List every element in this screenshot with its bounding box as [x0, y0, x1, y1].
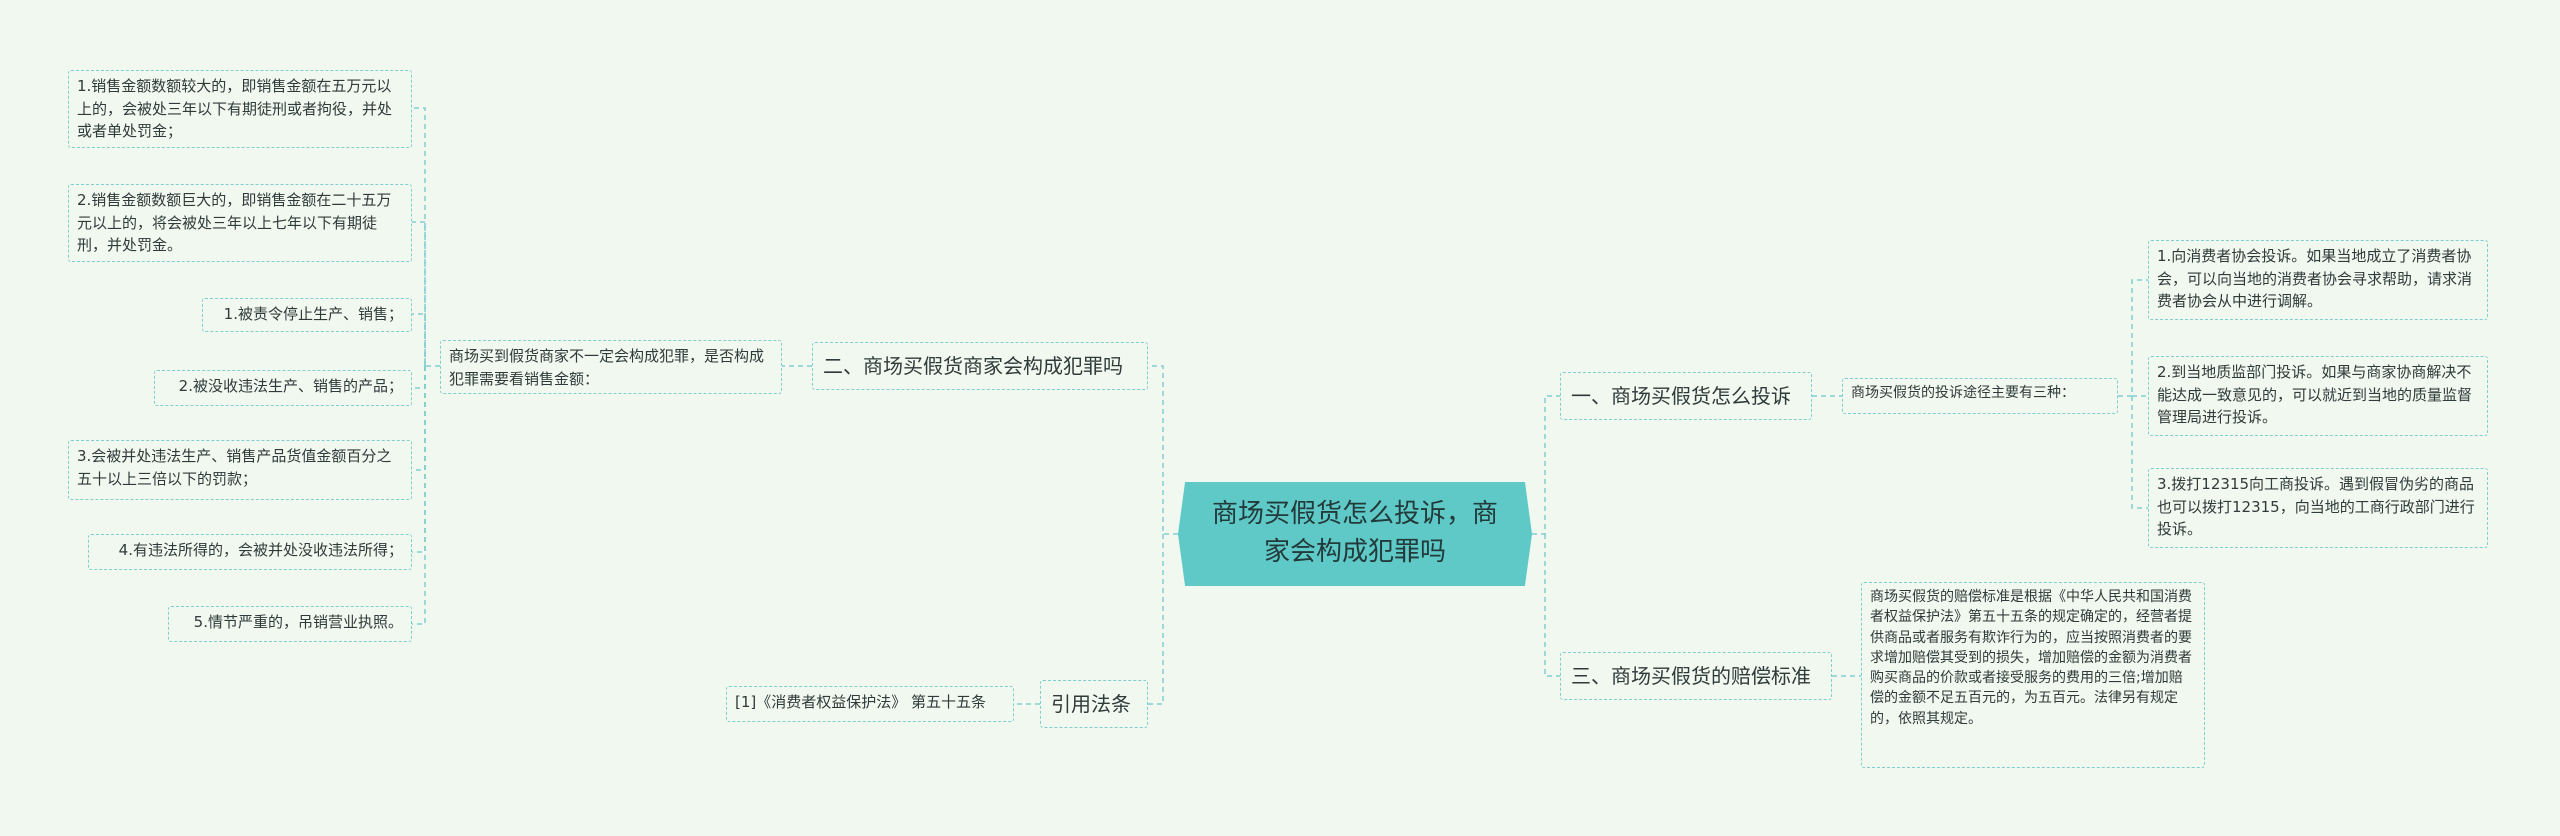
crime-penalty-item[interactable]: 1.销售金额数额较大的，即销售金额在五万元以上的，会被处三年以下有期徒刑或者拘役… [68, 70, 412, 148]
branch-cited-law[interactable]: 引用法条 [1040, 680, 1148, 728]
complaint-channel-item[interactable]: 2.到当地质监部门投诉。如果与商家协商解决不能达成一致意见的，可以就近到当地的质… [2148, 356, 2488, 436]
crime-penalty-item[interactable]: 2.销售金额数额巨大的，即销售金额在二十五万元以上的，将会被处三年以上七年以下有… [68, 184, 412, 262]
cited-law-item[interactable]: [1]《消费者权益保护法》 第五十五条 [726, 686, 1014, 722]
admin-penalty-item[interactable]: 4.有违法所得的，会被并处没收违法所得； [88, 534, 412, 570]
crime-summary[interactable]: 商场买到假货商家不一定会构成犯罪，是否构成犯罪需要看销售金额： [440, 340, 782, 394]
branch-compensation-standard[interactable]: 三、商场买假货的赔偿标准 [1560, 652, 1832, 700]
complaint-channels-summary[interactable]: 商场买假货的投诉途径主要有三种： [1842, 378, 2118, 414]
compensation-detail[interactable]: 商场买假货的赔偿标准是根据《中华人民共和国消费者权益保护法》第五十五条的规定确定… [1861, 582, 2205, 768]
complaint-channel-item[interactable]: 1.向消费者协会投诉。如果当地成立了消费者协会，可以向当地的消费者协会寻求帮助，… [2148, 240, 2488, 320]
complaint-channel-item[interactable]: 3.拨打12315向工商投诉。遇到假冒伪劣的商品也可以拨打12315，向当地的工… [2148, 468, 2488, 548]
branch-how-to-complain[interactable]: 一、商场买假货怎么投诉 [1560, 372, 1812, 420]
admin-penalty-item[interactable]: 1.被责令停止生产、销售； [202, 298, 412, 332]
branch-is-crime[interactable]: 二、商场买假货商家会构成犯罪吗 [812, 342, 1148, 390]
admin-penalty-item[interactable]: 5.情节严重的，吊销营业执照。 [168, 606, 412, 642]
root-topic[interactable]: 商场买假货怎么投诉，商家会构成犯罪吗 [1178, 482, 1532, 586]
admin-penalty-item[interactable]: 2.被没收违法生产、销售的产品； [154, 370, 412, 406]
admin-penalty-item[interactable]: 3.会被并处违法生产、销售产品货值金额百分之五十以上三倍以下的罚款； [68, 440, 412, 500]
